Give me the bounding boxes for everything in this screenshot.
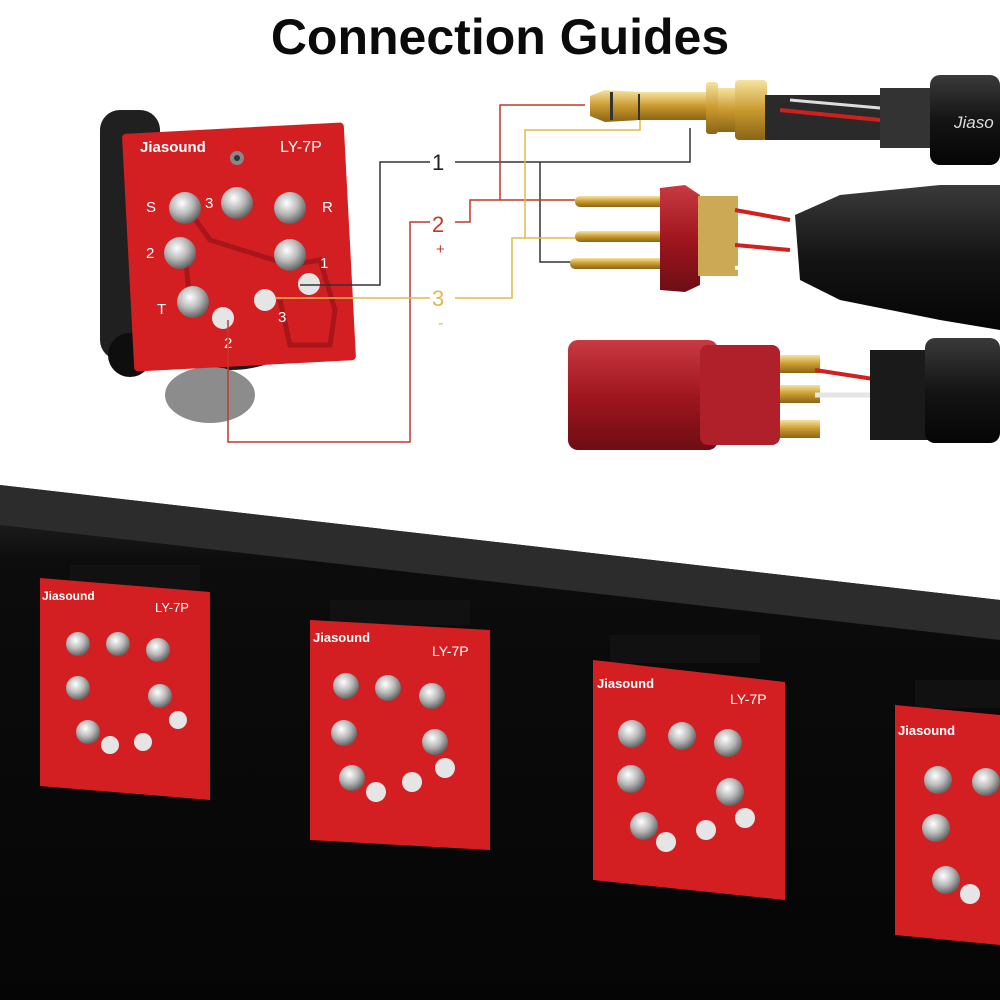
panel-jack-1 (40, 565, 210, 800)
trs-plug (590, 75, 1000, 165)
line-2-sign: + (436, 241, 445, 258)
panel-jack-1-brand: Jiasound (42, 589, 95, 603)
pin-r (274, 192, 306, 224)
xlr-socket-insert (568, 338, 1000, 450)
panel-jack-3 (593, 635, 785, 900)
pcb-model-label: LY-7P (280, 139, 322, 156)
panel-jack-4 (895, 680, 1000, 945)
line-3-label: 3 (432, 286, 444, 311)
line-1-label: 1 (432, 150, 444, 175)
pin-2-left (164, 237, 196, 269)
pin-3-top (221, 187, 253, 219)
guide-line-2 (227, 104, 585, 443)
guide-line-3 (275, 118, 641, 299)
cable-brand-label: Jiaso (953, 113, 994, 132)
pin-label-3-top: 3 (205, 195, 213, 212)
pin-label-s: S (146, 199, 156, 216)
pin-label-2-left: 2 (146, 245, 154, 262)
pcb-pins (164, 187, 320, 329)
pad-3 (254, 289, 276, 311)
pad-1 (298, 273, 320, 295)
pin-label-3-low: 3 (278, 309, 286, 326)
pin-label-1: 1 (320, 255, 328, 272)
panel-jack-3-model: LY-7P (730, 691, 767, 707)
pin-label-r: R (322, 199, 333, 216)
panel-jack-2-brand: Jiasound (313, 630, 370, 645)
line-2-label: 2 (432, 212, 444, 237)
panel-jack-1-model: LY-7P (155, 600, 189, 615)
panel-jack-2-model: LY-7P (432, 643, 469, 659)
main-pcb (122, 122, 356, 372)
pcb-brand-label: Jiasound (140, 139, 206, 156)
pin-1 (274, 239, 306, 271)
pin-label-t: T (157, 301, 166, 318)
pad-2 (212, 307, 234, 329)
page-title: Connection Guides (270, 9, 730, 65)
guide-line-1 (300, 128, 691, 286)
pin-t (177, 286, 209, 318)
panel-jack-3-brand: Jiasound (597, 676, 654, 691)
xlr-pin-insert (570, 185, 1000, 330)
panel-jack-2 (310, 600, 490, 850)
pin-s (169, 192, 201, 224)
panel-jack-4-brand: Jiasound (898, 723, 955, 738)
line-3-sign: - (438, 315, 443, 332)
